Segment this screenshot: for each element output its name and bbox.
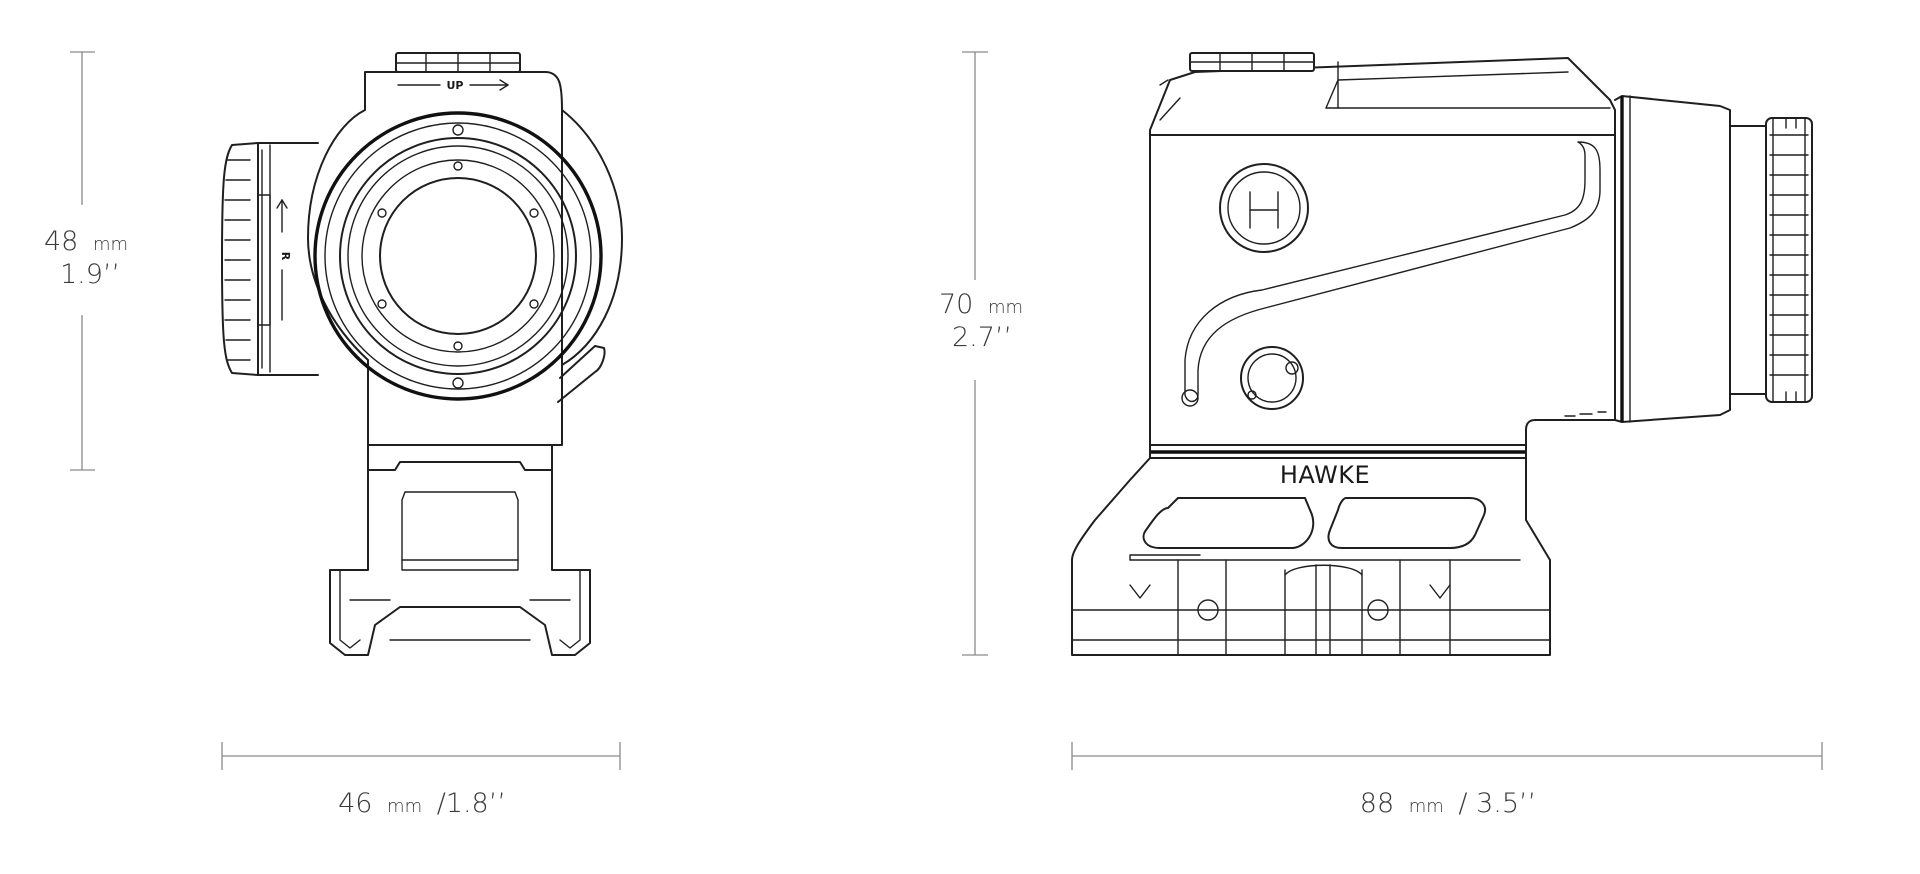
side-length-value: 88 xyxy=(1360,788,1394,819)
svg-text:48 mm: 48 mm xyxy=(44,226,128,257)
front-view: UP R xyxy=(221,52,623,656)
front-height-imperial: 1.9’’ xyxy=(60,259,120,290)
svg-text:70 mm: 70 mm xyxy=(939,289,1023,320)
side-view: HAWKE xyxy=(1071,52,1813,656)
front-height-value: 48 xyxy=(44,226,78,257)
side-housing xyxy=(1149,57,1616,446)
side-height-unit: mm xyxy=(988,297,1023,318)
dimension-side-length: 88 mm / 3.5’’ xyxy=(1360,788,1536,819)
front-width-imperial: /1.8’’ xyxy=(437,788,506,819)
svg-text:46 mm /1.8’’: 46 mm /1.8’’ xyxy=(338,788,506,819)
front-lens xyxy=(313,111,603,401)
side-tick-marks xyxy=(1544,411,1607,421)
front-elevation-turret: UP xyxy=(395,52,521,92)
side-power-button xyxy=(1240,346,1304,410)
front-mount-base xyxy=(329,444,591,656)
side-mount: HAWKE xyxy=(1071,444,1551,656)
side-elevation-turret xyxy=(1189,52,1315,72)
side-brightness-button xyxy=(1219,163,1309,253)
front-width-value: 46 xyxy=(338,788,372,819)
side-focus-ring xyxy=(1765,117,1813,403)
dimension-front-height: 48 mm 1.9’’ xyxy=(44,226,128,290)
front-windage-turret: R xyxy=(221,142,319,376)
dimension-lines xyxy=(70,51,1823,770)
side-height-value: 70 xyxy=(939,289,973,320)
side-length-imperial: / 3.5’’ xyxy=(1458,788,1536,819)
side-groove-end xyxy=(1181,389,1199,407)
elevation-label: UP xyxy=(447,79,464,92)
svg-text:88 mm / 3.5’’: 88 mm / 3.5’’ xyxy=(1360,788,1536,819)
front-width-unit: mm xyxy=(387,796,422,817)
side-height-imperial: 2.7’’ xyxy=(952,322,1012,353)
dimension-front-width: 46 mm /1.8’’ xyxy=(338,788,506,819)
side-body-groove xyxy=(1184,141,1601,403)
front-side-button xyxy=(557,345,606,403)
dimension-side-height: 70 mm 2.7’’ xyxy=(939,289,1023,353)
front-height-unit: mm xyxy=(93,234,128,255)
side-objective xyxy=(1614,95,1767,423)
side-length-unit: mm xyxy=(1409,796,1444,817)
hawke-logo: HAWKE xyxy=(1280,461,1370,489)
windage-label: R xyxy=(279,252,292,261)
